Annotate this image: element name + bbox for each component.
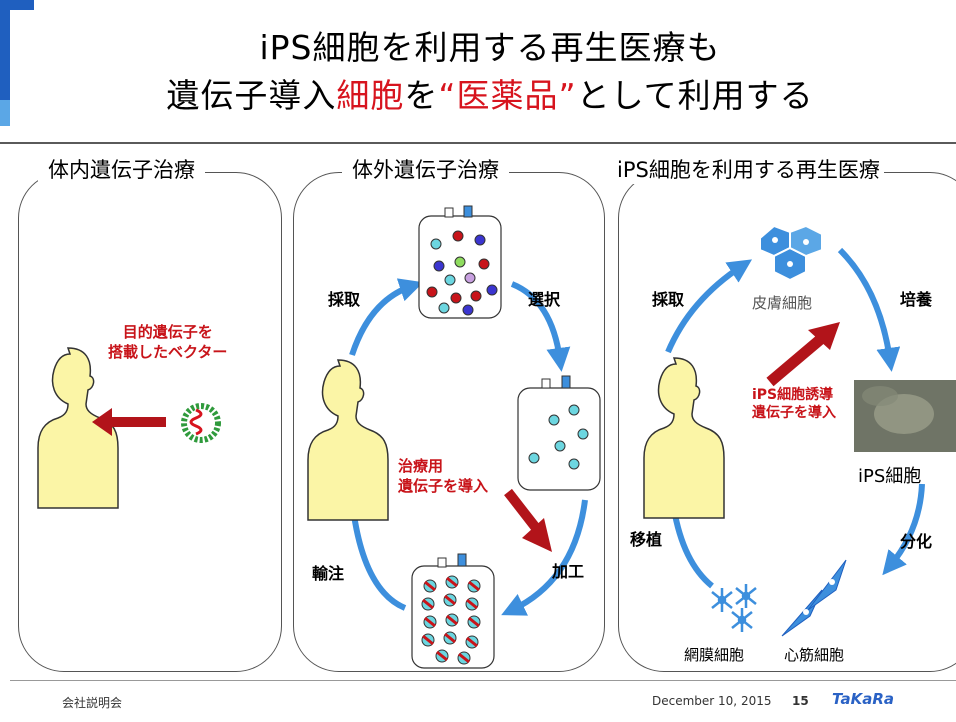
slide-accent-bar-light [0, 100, 10, 126]
footer-divider [10, 680, 956, 681]
step-process-ex: 加工 [552, 562, 585, 581]
footer-date: December 10, 2015 [652, 694, 772, 708]
red-arrow-in-vivo [92, 408, 166, 436]
step-transplant-ips: 移植 [630, 530, 663, 549]
slide-accent-bar [0, 0, 10, 100]
slide-accent-bar-top [10, 0, 34, 10]
panel-in-vivo-label: 体内遺伝子治療 [38, 154, 205, 184]
title-line-1: iPS細胞を利用する再生医療も [259, 28, 721, 67]
ips-cell-label: iPS細胞 [858, 466, 922, 487]
patient-figure-ex-vivo [307, 359, 389, 521]
induce-label: iPS細胞誘導 遺伝子を導入 [752, 387, 836, 421]
company-logo: TaKaRa [832, 690, 894, 708]
step-collect-ex: 採取 [328, 290, 361, 309]
vector-virus-icon [181, 403, 221, 443]
skin-cell-icon [759, 224, 823, 282]
title-line-2: 遺伝子導入細胞を“医薬品”として利用する [166, 76, 814, 115]
slide-title: iPS細胞を利用する再生医療も 遺伝子導入細胞を“医薬品”として利用する [40, 24, 940, 120]
retina-cell-label: 網膜細胞 [684, 646, 745, 664]
retina-cell-icon [711, 584, 757, 632]
step-differentiate-ips: 分化 [900, 532, 933, 551]
step-culture-ips: 培養 [900, 290, 933, 309]
patient-figure-ips [643, 357, 725, 519]
cell-bag-modified [411, 553, 495, 669]
skin-cell-label: 皮膚細胞 [752, 294, 813, 312]
heart-cell-icon [781, 559, 847, 637]
panel-ips-label: iPS細胞を利用する再生医療 [613, 154, 884, 184]
step-infuse-ex: 輸注 [312, 564, 345, 583]
cell-bag-selected [517, 375, 601, 491]
ips-cell-image [854, 380, 956, 452]
step-select-ex: 選択 [528, 290, 561, 309]
heart-cell-label: 心筋細胞 [784, 646, 845, 664]
title-divider [0, 142, 956, 144]
vector-label: 目的遺伝子を 搭載したベクター [108, 323, 228, 361]
gene-intro-label-ex: 治療用 遺伝子を導入 [398, 457, 489, 495]
red-arrow-ips [766, 322, 840, 387]
footer-page-number: 15 [792, 694, 809, 708]
panel-ex-vivo-label: 体外遺伝子治療 [342, 154, 509, 184]
step-collect-ips: 採取 [652, 290, 685, 309]
footer-event: 会社説明会 [62, 696, 123, 710]
cell-bag-mixed [418, 205, 502, 319]
red-arrow-ex-vivo [504, 488, 552, 552]
